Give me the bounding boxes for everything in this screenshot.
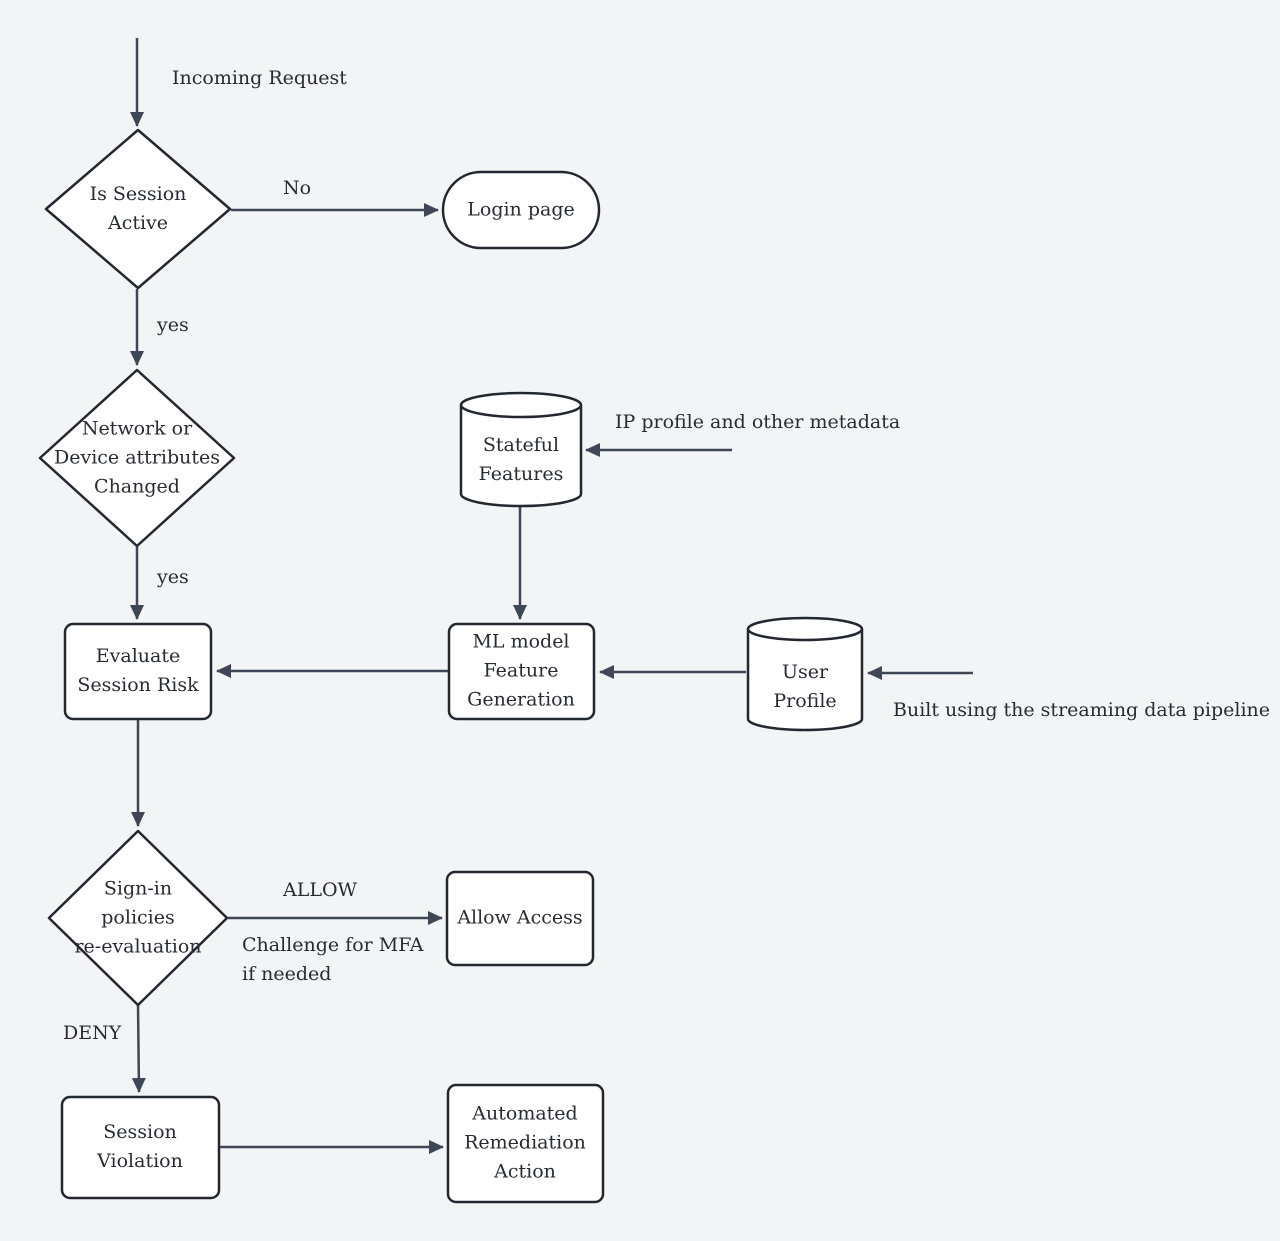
user-profile-label: User Profile [773,661,837,712]
signin-policies-diamond [47,829,229,1007]
evaluate-session-risk-label: Evaluate Session Risk [77,645,199,696]
no-label: No [283,177,312,199]
network-device-changed-diamond [38,368,236,548]
stateful-features-cylinder [459,391,583,508]
incoming-request-label: Incoming Request [172,67,347,89]
yes-label-2: yes [157,566,189,588]
automated-remediation-box [446,1083,605,1204]
evaluate-session-risk-box [63,622,213,721]
automated-remediation-label: Automated Remediation Action [464,1102,586,1183]
stateful-features-cylinder-top [459,404,583,419]
ml-feature-generation-box [447,622,596,721]
session-violation-box [60,1095,221,1200]
challenge-mfa-label: Challenge for MFA if needed [242,934,424,985]
user-profile-cylinder-top [746,628,864,642]
edge-deny-to-violation [131,1004,146,1093]
session-violation-label: Session Violation [97,1121,183,1172]
login-page-stadium [441,170,601,250]
is-session-active-label: Is Session Active [89,183,187,234]
yes-label-1: yes [157,314,189,336]
ip-profile-label: IP profile and other metadata [615,411,901,433]
deny-label: DENY [63,1022,122,1044]
signin-policies-label: Sign-in policies re-evaluation [74,877,202,958]
ml-feature-generation-label: ML model Feature Generation [467,630,575,711]
allow-label: ALLOW [283,879,358,901]
login-page-label: Login page [467,198,575,221]
built-using-pipeline-label: Built using the streaming data pipeline [893,699,1271,721]
stateful-features-label: Stateful Features [478,434,564,485]
allow-access-label: Allow Access [457,906,583,929]
is-session-active-diamond [44,128,232,290]
allow-access-box [445,870,595,967]
user-profile-cylinder [746,616,864,732]
network-device-changed-label: Network or Device attributes Changed [54,417,220,498]
